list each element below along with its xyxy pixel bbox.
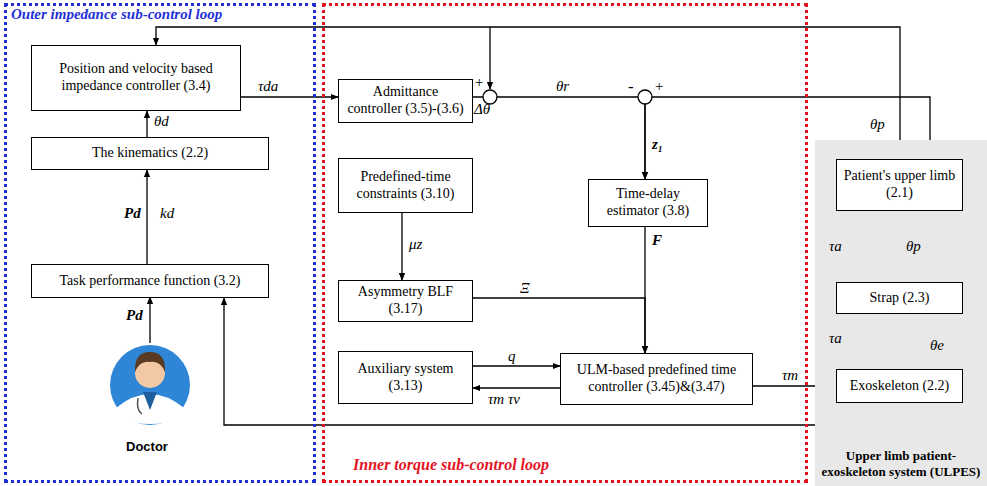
process-box: Position and velocity based impedance co… xyxy=(31,45,241,111)
signal-label: z₁ xyxy=(652,136,663,153)
process-box: Exoskeleton (2.2) xyxy=(836,369,963,403)
signal-label: θe xyxy=(930,337,944,354)
signal-label: kd xyxy=(160,205,174,222)
signal-label: τm τv xyxy=(488,391,520,408)
figure-caption: Doctor xyxy=(126,440,168,454)
box-text: Asymmetry BLF (3.17) xyxy=(345,284,466,318)
process-box: Task performance function (3.2) xyxy=(31,264,269,298)
signal-label: Pd xyxy=(126,307,143,324)
signal-label: θp xyxy=(870,116,885,133)
region-heading: Upper limb patient-exoskeleton system (U… xyxy=(819,448,983,481)
signal-arrow xyxy=(473,365,560,366)
process-box: Time-delay estimator (3.8) xyxy=(588,179,708,227)
signal-arrow xyxy=(473,97,645,179)
feedback-wire xyxy=(489,27,490,89)
signal-label: + xyxy=(654,78,664,95)
process-box: Predefined-time constraints (3.10) xyxy=(338,158,473,213)
process-box: ULM-based predefined time controller (3.… xyxy=(560,353,753,405)
process-box: The kinematics (2.2) xyxy=(31,137,269,170)
signal-label: Ξ xyxy=(520,280,530,297)
loop-region: Inner torque sub-control loop Admittance … xyxy=(322,3,808,483)
summing-junction xyxy=(638,90,652,104)
signal-arrow xyxy=(473,298,645,353)
signal-label: Δθ xyxy=(474,101,490,118)
region-heading: Outer impedance sub-control loop xyxy=(11,6,222,23)
loop-region: Outer impedance sub-control loopPosition… xyxy=(4,3,316,483)
signal-label: - xyxy=(628,78,634,97)
box-text: Patient's upper limb (2.1) xyxy=(843,168,956,202)
signal-arrow xyxy=(146,111,147,137)
signal-arrow xyxy=(473,387,560,388)
process-box: Patient's upper limb (2.1) xyxy=(836,159,963,211)
signal-label: q xyxy=(508,348,516,365)
signal-label: τa xyxy=(829,330,842,347)
box-text: Exoskeleton (2.2) xyxy=(850,378,950,395)
doctor-wire xyxy=(149,297,150,343)
signal-arrow xyxy=(146,170,147,264)
box-text: Strap (2.3) xyxy=(870,290,930,307)
signal-label: θp xyxy=(906,238,921,255)
signal-label: Pd xyxy=(124,205,141,222)
process-box: Auxiliary system (3.13) xyxy=(338,351,473,404)
signal-label: τda xyxy=(258,78,278,95)
signal-label: τa xyxy=(829,238,842,255)
signal-label: θr xyxy=(556,78,569,95)
system-panel: Upper limb patient-exoskeleton system (U… xyxy=(815,140,987,486)
region-heading: Inner torque sub-control loop xyxy=(353,456,549,474)
box-text: The kinematics (2.2) xyxy=(92,145,208,162)
signal-arrow xyxy=(401,213,402,280)
process-box: Strap (2.3) xyxy=(836,282,963,314)
box-text: Admittance controller (3.5)-(3.6) xyxy=(345,84,466,118)
box-text: Predefined-time constraints (3.10) xyxy=(345,169,466,203)
signal-label: μz xyxy=(409,236,422,253)
box-text: Auxiliary system (3.13) xyxy=(345,361,466,395)
doctor-icon xyxy=(110,345,190,425)
signal-label: τm xyxy=(782,367,798,384)
box-text: Time-delay estimator (3.8) xyxy=(595,186,701,220)
signal-label: θd xyxy=(154,113,169,130)
process-box: Admittance controller (3.5)-(3.6) xyxy=(338,79,473,123)
box-text: ULM-based predefined time controller (3.… xyxy=(567,362,746,396)
box-text: Position and velocity based impedance co… xyxy=(38,61,234,95)
box-text: Task performance function (3.2) xyxy=(60,273,241,290)
process-box: Asymmetry BLF (3.17) xyxy=(338,280,473,322)
signal-label: + xyxy=(474,74,484,91)
signal-label: F xyxy=(652,232,662,249)
